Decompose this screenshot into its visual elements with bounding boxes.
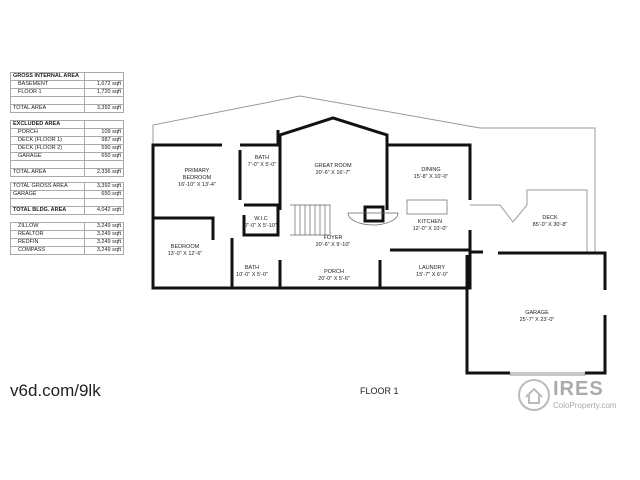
logo-sub: ColoProperty.com [553, 401, 617, 410]
walls [151, 116, 607, 375]
room-dims: 25'-7" X 23'-0" [519, 317, 555, 323]
room-name: FOYER [323, 235, 343, 241]
room-name: GARAGE [525, 310, 549, 316]
room-name: W.I.C [254, 216, 268, 222]
room-name: KITCHEN [417, 219, 443, 225]
room-name: PORCH [324, 269, 344, 275]
row-value: 3,249 sqft [84, 246, 124, 255]
room-dims: 85'-0" X 30'-8" [532, 222, 568, 228]
tour-url: v6d.com/9lk [10, 381, 101, 400]
room-name: BEDROOM [170, 244, 200, 250]
room-dims: 15'-7" X 6'-0" [416, 272, 448, 278]
room-name: BATH [254, 155, 270, 161]
room-dims: 16'-10" X 13'-4" [178, 182, 216, 188]
room-dims: 7'-0" X 5'-0" [247, 162, 277, 168]
floor-label: FLOOR 1 [360, 386, 399, 396]
room-dims: 13'-0" X 12'-6" [167, 251, 203, 257]
room-dims: 15'-8" X 10'-0" [413, 174, 449, 180]
room-name: GREAT ROOM [314, 163, 352, 169]
total-value: 2,336 sqft [84, 168, 124, 177]
room-dims: 20'-6" X 16'-7" [315, 170, 351, 176]
room-dims: 20'-0" X 5'-6" [318, 276, 350, 282]
total-value: 3,392 sqft [84, 104, 124, 113]
room-name: PRIMARY BEDROOM [182, 168, 212, 181]
room-name: DINING [421, 167, 441, 173]
fixtures [290, 199, 586, 376]
deck-outline [152, 95, 596, 253]
room-dims: 10'-0" X 5'-0" [236, 272, 268, 278]
ires-logo: IRES ColoProperty.com [517, 378, 639, 414]
room-dims: 20'-6" X 9'-10" [315, 242, 351, 248]
room-dims: 12'-0" X 10'-0" [412, 226, 448, 232]
room-name: LAUNDRY [418, 265, 446, 271]
house-icon [518, 379, 550, 411]
room-name: DECK [542, 215, 558, 221]
total-value: 4,042 sqft [84, 206, 124, 215]
logo-brand: IRES [553, 378, 604, 400]
room-name: BATH [244, 265, 260, 271]
room-dims: 7'-0" X 5'-10" [245, 223, 277, 229]
